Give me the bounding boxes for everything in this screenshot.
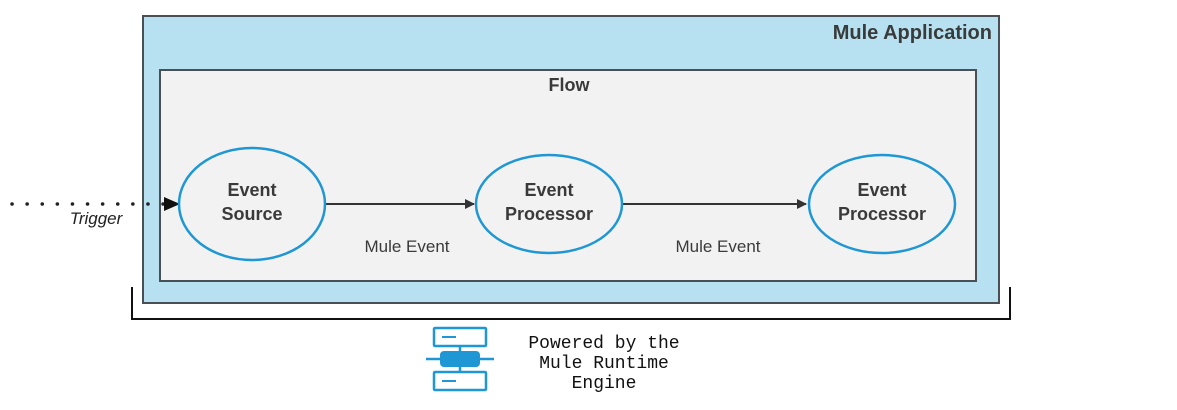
event-source-node: Event Source: [177, 146, 327, 262]
trigger-label: Trigger: [70, 209, 124, 228]
server-icon: [426, 326, 494, 392]
edge-source-to-processor: Mule Event: [326, 199, 475, 256]
node-label-line2: Processor: [838, 204, 926, 224]
trigger-connector: Trigger: [10, 197, 180, 228]
runtime-caption-line2: Mule Runtime: [539, 354, 669, 374]
flow-title: Flow: [549, 75, 591, 95]
event-processor-node-1: Event Processor: [474, 153, 624, 255]
runtime-caption-line1: Powered by the: [528, 334, 679, 354]
runtime-caption-line3: Engine: [572, 374, 637, 394]
edge-processor-to-processor: Mule Event: [622, 199, 807, 256]
node-label-line2: Source: [221, 204, 282, 224]
runtime-bracket: [131, 287, 1011, 320]
edge-label: Mule Event: [364, 237, 449, 256]
event-processor-node-2: Event Processor: [807, 153, 957, 255]
node-label-line1: Event: [857, 180, 906, 200]
runtime-caption: Powered by the Mule Runtime Engine: [528, 334, 679, 394]
edge-label: Mule Event: [675, 237, 760, 256]
node-label-line2: Processor: [505, 204, 593, 224]
trigger-arrowhead: [164, 197, 180, 211]
mule-application-title: Mule Application: [833, 22, 992, 44]
node-label-line1: Event: [524, 180, 573, 200]
node-label-line1: Event: [227, 180, 276, 200]
